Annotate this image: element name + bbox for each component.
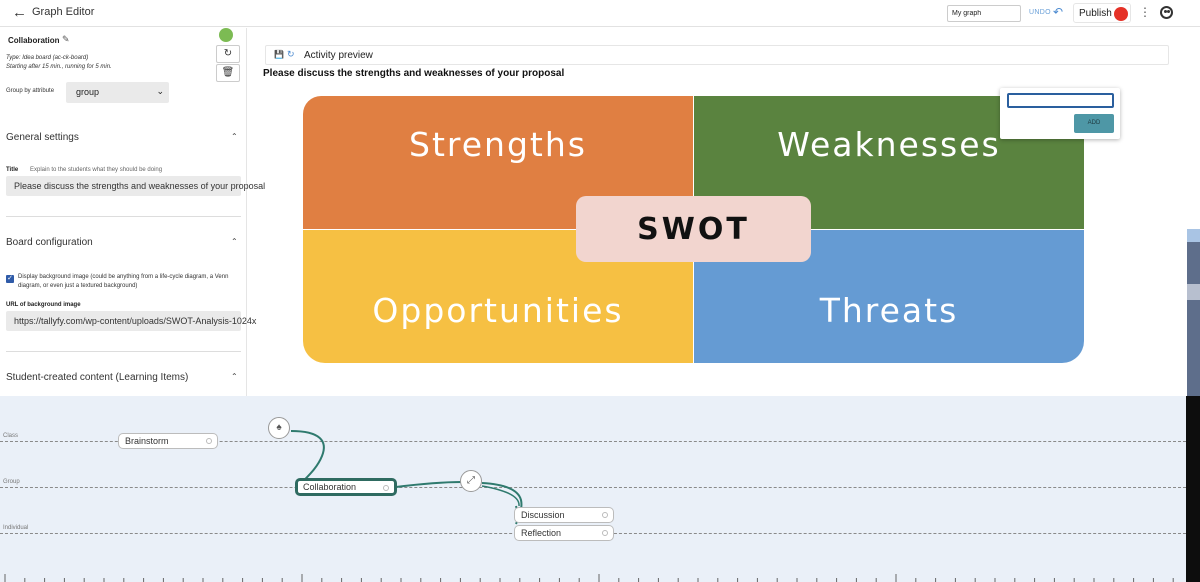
divider: [6, 216, 241, 217]
side-tab[interactable]: [1187, 229, 1200, 242]
group-by-label: Group by attribute: [6, 88, 55, 94]
opportunities-quadrant: Opportunities: [303, 230, 693, 363]
chevron-up-icon[interactable]: ⌃: [231, 132, 238, 141]
publish-status-dot: [1114, 7, 1128, 21]
board-question: Please discuss the strengths and weaknes…: [263, 68, 565, 79]
publish-button[interactable]: Publish: [1073, 3, 1131, 23]
opportunities-label: Opportunities: [372, 291, 624, 330]
node-handle[interactable]: [383, 485, 389, 491]
app-title: Graph Editor: [32, 6, 95, 18]
activity-node-discussion[interactable]: Discussion: [514, 507, 614, 523]
background-image-checkbox[interactable]: ✓: [6, 275, 14, 283]
graph-canvas[interactable]: Class Group Individual ♠ ⤢ Brainstorm Co…: [0, 396, 1200, 582]
scrollbar-thumb[interactable]: [1187, 284, 1200, 300]
section-general-settings[interactable]: General settings: [6, 132, 79, 143]
save-icon[interactable]: 💾: [274, 50, 284, 59]
strengths-quadrant: Strengths: [303, 96, 693, 229]
section-board-configuration[interactable]: Board configuration: [6, 237, 93, 248]
lane-label-individual: Individual: [3, 525, 29, 531]
pencil-icon[interactable]: ✎: [62, 34, 70, 44]
duplicate-button[interactable]: ↻: [216, 45, 240, 63]
delete-button[interactable]: 🗑: [216, 64, 240, 82]
time-ruler: [4, 574, 1174, 582]
chevron-up-icon[interactable]: ⌃: [231, 372, 238, 381]
divider: [6, 351, 241, 352]
node-handle[interactable]: [602, 530, 608, 536]
top-bar: ← Graph Editor UNDO ↶ Publish ⋮: [0, 0, 1200, 27]
edge-operator-to-reflection: [481, 485, 520, 507]
section-student-content[interactable]: Student-created content (Learning Items): [6, 372, 189, 383]
lane-line-group: [0, 487, 1186, 488]
graph-edges: [290, 430, 523, 525]
edge-collab-to-operator: [395, 481, 463, 488]
background-image-checkbox-label: Display background image (could be anyth…: [18, 274, 229, 289]
activity-timing: Starting after 15 min., running for 5 mi…: [6, 64, 112, 70]
graph-name-input[interactable]: [947, 5, 1021, 22]
right-dark-strip: [1186, 396, 1200, 582]
refresh-icon[interactable]: ↻: [287, 49, 295, 59]
title-field-help: Explain to the students what they should…: [30, 167, 163, 173]
url-field-label: URL of background image: [6, 302, 81, 308]
node-handle[interactable]: [206, 438, 212, 444]
swot-board[interactable]: Strengths Weaknesses Opportunities Threa…: [303, 96, 1084, 363]
edge-class-to-collab: [290, 430, 325, 486]
strengths-label: Strengths: [409, 125, 587, 164]
people-icon[interactable]: ♠: [268, 417, 290, 439]
account-icon[interactable]: [1160, 6, 1173, 19]
lane-line-class: [0, 441, 1186, 442]
activity-node-reflection[interactable]: Reflection: [514, 525, 614, 541]
undo-icon[interactable]: ↶: [1053, 5, 1064, 19]
publish-label: Publish: [1079, 8, 1112, 19]
trash-icon: 🗑: [221, 67, 235, 78]
node-label: Collaboration: [303, 482, 357, 492]
title-input[interactable]: Please discuss the strengths and weaknes…: [6, 176, 265, 196]
chevron-up-icon[interactable]: ⌃: [231, 237, 238, 246]
activity-status-dot: [219, 28, 233, 42]
add-item-popup: ADD: [1000, 88, 1120, 139]
merge-icon[interactable]: ⤢: [460, 470, 482, 492]
chevron-down-icon: ⌄: [156, 86, 164, 96]
add-item-input[interactable]: [1007, 93, 1114, 108]
title-field-label: Title: [6, 167, 19, 173]
side-scrollbar[interactable]: [1187, 242, 1200, 396]
activity-settings-panel: Collaboration ✎ Type: Idea board (ac-ck-…: [0, 28, 265, 396]
lane-label-group: Group: [3, 479, 20, 485]
arrow-left-icon[interactable]: ←: [12, 4, 27, 21]
add-button[interactable]: ADD: [1074, 114, 1114, 133]
node-label: Brainstorm: [125, 436, 169, 446]
node-label: Discussion: [521, 510, 565, 520]
node-label: Reflection: [521, 528, 562, 538]
activity-preview-bar: 💾 ↻ Activity preview: [265, 45, 1169, 65]
group-by-select[interactable]: group ⌄: [66, 82, 169, 103]
undo-button[interactable]: UNDO: [1029, 9, 1051, 16]
lane-label-class: Class: [3, 433, 19, 439]
activity-title: Collaboration: [8, 36, 60, 45]
activity-node-collaboration[interactable]: Collaboration: [295, 478, 397, 496]
activity-node-brainstorm[interactable]: Brainstorm: [118, 433, 218, 449]
node-handle[interactable]: [602, 512, 608, 518]
swot-center-label: SWOT: [576, 196, 811, 262]
group-by-value: group: [76, 87, 100, 97]
threats-label: Threats: [819, 291, 959, 330]
preview-title: Activity preview: [304, 50, 373, 61]
refresh-icon: ↻: [223, 48, 233, 59]
more-vert-icon[interactable]: ⋮: [1139, 5, 1151, 19]
activity-type: Type: Idea board (ac-ck-board): [6, 55, 89, 61]
weaknesses-label: Weaknesses: [777, 125, 1001, 164]
background-url-input[interactable]: https://tallyfy.com/wp-content/uploads/S…: [6, 311, 256, 331]
